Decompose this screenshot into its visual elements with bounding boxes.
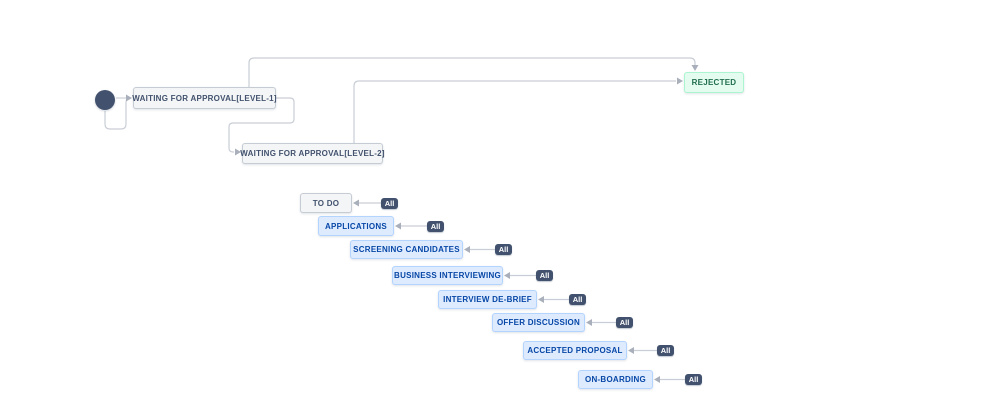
transition-all-to-business-interviewing[interactable] xyxy=(504,272,536,279)
status-node-waiting-for-approval-level-1[interactable]: WAITING FOR APPROVAL[LEVEL-1] xyxy=(132,87,277,109)
transition-all-to-on-boarding[interactable] xyxy=(654,376,685,383)
transition-create-to-level1[interactable] xyxy=(104,94,132,130)
transition-all-to-offer-discussion[interactable] xyxy=(586,319,616,326)
transition-level1-to-rejected[interactable] xyxy=(248,57,699,87)
transition-level2-to-rejected[interactable] xyxy=(353,77,683,144)
status-node-business-interviewing[interactable]: BUSINESS INTERVIEWING xyxy=(392,266,503,285)
all-transition-badge[interactable]: All xyxy=(616,317,633,328)
all-transition-badge[interactable]: All xyxy=(495,244,512,255)
all-transition-badge[interactable]: All xyxy=(381,197,398,209)
transition-all-to-todo[interactable] xyxy=(353,199,381,207)
all-transition-badge[interactable]: All xyxy=(427,220,444,232)
status-node-screening-candidates[interactable]: SCREENING CANDIDATES xyxy=(350,240,463,259)
transition-level1-to-level2[interactable] xyxy=(228,97,295,156)
start-node[interactable] xyxy=(95,90,115,110)
transition-all-to-interview-de-brief[interactable] xyxy=(538,296,569,303)
status-node-rejected[interactable]: REJECTED xyxy=(684,72,744,93)
all-transition-badge[interactable]: All xyxy=(569,294,586,305)
status-node-waiting-for-approval-level-2[interactable]: WAITING FOR APPROVAL[LEVEL-2] xyxy=(240,143,385,164)
all-transition-badge[interactable]: All xyxy=(536,270,553,281)
transition-all-to-applications[interactable] xyxy=(395,222,427,230)
status-node-to-do[interactable]: TO DO xyxy=(300,193,352,213)
transition-all-to-screening-candidates[interactable] xyxy=(464,246,495,253)
status-node-offer-discussion[interactable]: OFFER DISCUSSION xyxy=(492,313,585,332)
status-node-interview-de-brief[interactable]: INTERVIEW DE-BRIEF xyxy=(438,290,537,309)
all-transition-badge[interactable]: All xyxy=(685,374,702,385)
status-node-accepted-proposal[interactable]: ACCEPTED PROPOSAL xyxy=(523,341,627,360)
transition-all-to-accepted-proposal[interactable] xyxy=(628,347,657,354)
all-transition-badge[interactable]: All xyxy=(657,345,674,356)
status-node-on-boarding[interactable]: ON-BOARDING xyxy=(578,370,653,389)
status-node-applications[interactable]: APPLICATIONS xyxy=(318,216,394,236)
